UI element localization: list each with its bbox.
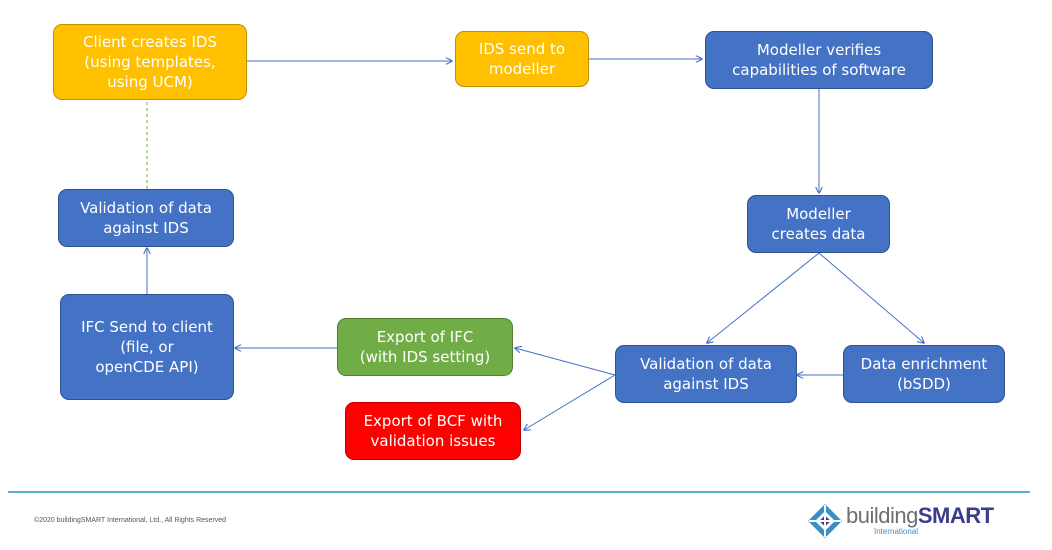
connector-validation-to-export-ifc <box>515 348 616 376</box>
client-creates-ids-label: Client creates IDS (using templates, usi… <box>83 33 217 91</box>
buildingsmart-logo: buildingSMART International <box>808 500 998 542</box>
validation-left-label: Validation of data against IDS <box>80 199 212 237</box>
validation-right-label: Validation of data against IDS <box>640 355 772 393</box>
modeller-verifies-label: Modeller verifies capabilities of softwa… <box>732 41 906 79</box>
data-enrichment-box: Data enrichment (bSDD) <box>843 345 1005 403</box>
footer-divider <box>8 491 1030 493</box>
wordmark-smart: SMART <box>917 503 994 528</box>
validation-left-box: Validation of data against IDS <box>58 189 234 247</box>
ids-send-to-modeller-label: IDS send to modeller <box>478 40 566 78</box>
export-bcf-label: Export of BCF with validation issues <box>363 412 503 450</box>
buildingsmart-wordmark: buildingSMART <box>846 504 994 528</box>
ifc-send-to-client-box: IFC Send to client (file, or openCDE API… <box>60 294 234 400</box>
wordmark-international: International <box>874 527 919 536</box>
connector-creates-data-to-enrichment <box>818 252 924 343</box>
copyright-text: ©2020 buildingSMART International, Ltd.,… <box>34 517 227 524</box>
ids-send-to-modeller-box: IDS send to modeller <box>455 31 589 87</box>
wordmark-building: building <box>846 503 918 528</box>
ifc-send-to-client-label: IFC Send to client (file, or openCDE API… <box>81 318 213 376</box>
buildingsmart-logo-icon <box>808 504 842 538</box>
connector-creates-data-to-validation <box>707 252 820 343</box>
modeller-creates-data-label: Modeller creates data <box>771 205 866 243</box>
validation-right-box: Validation of data against IDS <box>615 345 797 403</box>
modeller-creates-data-box: Modeller creates data <box>747 195 890 253</box>
export-bcf-box: Export of BCF with validation issues <box>345 402 521 460</box>
export-ifc-box: Export of IFC (with IDS setting) <box>337 318 513 376</box>
client-creates-ids-box: Client creates IDS (using templates, usi… <box>53 24 247 100</box>
data-enrichment-label: Data enrichment (bSDD) <box>860 355 988 393</box>
modeller-verifies-box: Modeller verifies capabilities of softwa… <box>705 31 933 89</box>
export-ifc-label: Export of IFC (with IDS setting) <box>359 328 491 366</box>
connector-validation-to-export-bcf <box>524 374 616 430</box>
